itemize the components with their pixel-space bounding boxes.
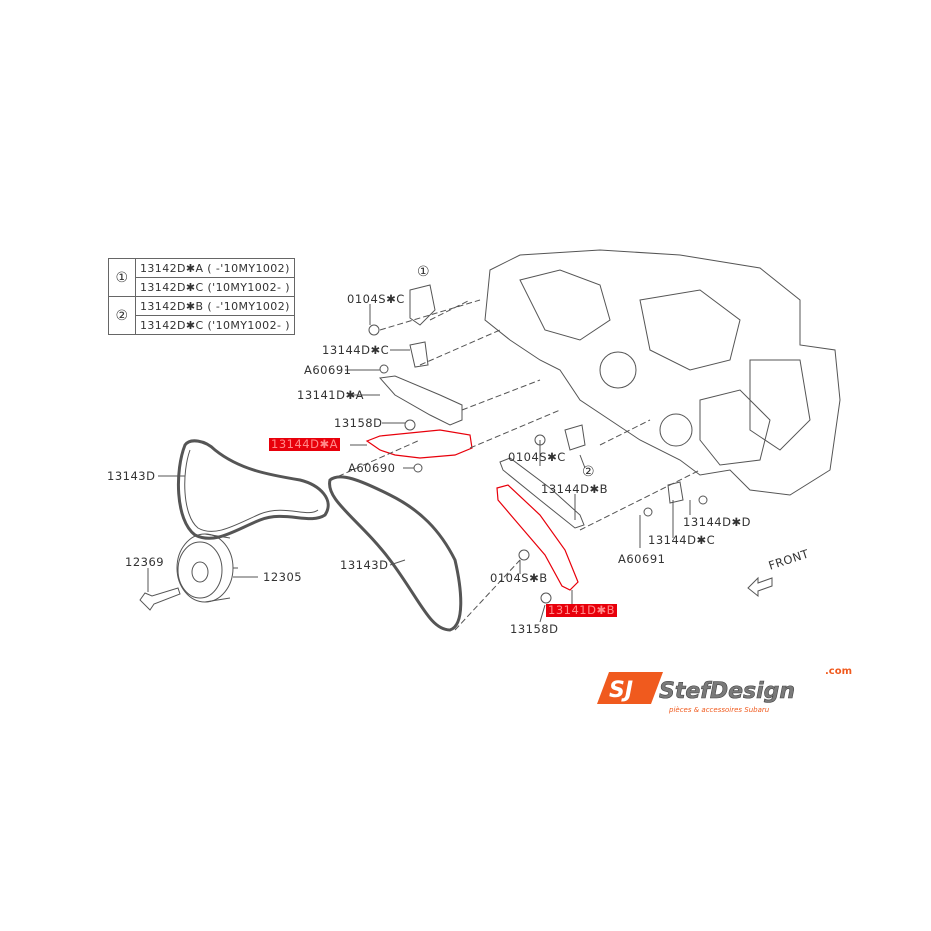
callout-13144d-c[interactable]: 13144D✱C	[322, 343, 390, 357]
callout-13144d-d[interactable]: 13144D✱D	[683, 515, 751, 529]
callout-a60690[interactable]: A60690	[348, 461, 396, 475]
engine-block	[484, 249, 841, 496]
svg-text:.com: .com	[825, 666, 852, 677]
callout-13143d[interactable]: 13143D	[107, 469, 156, 483]
callout-13141d-b-highlighted[interactable]: 13141D✱B	[546, 603, 617, 617]
timing-chain-right	[328, 475, 463, 632]
svg-text:pièces & accessoires Subaru: pièces & accessoires Subaru	[668, 706, 770, 714]
callout-13158d[interactable]: 13158D	[334, 416, 383, 430]
callout-13141d-a[interactable]: 13141D✱A	[297, 388, 364, 402]
callout-a60691-right[interactable]: A60691	[618, 552, 666, 566]
callout-12369[interactable]: 12369	[125, 555, 165, 569]
table-cell: 13142D✱C ('10MY1002- )	[135, 277, 295, 297]
table-marker: ①	[108, 258, 136, 297]
callout-0104s-c[interactable]: 0104S✱C	[347, 292, 405, 306]
callout-13158d-right[interactable]: 13158D	[510, 622, 559, 636]
callout-13144d-b[interactable]: 13144D✱B	[541, 482, 608, 496]
crank-bolt	[139, 587, 181, 611]
table-cell: 13142D✱C ('10MY1002- )	[135, 315, 295, 335]
callout-13144d-a-highlighted[interactable]: 13144D✱A	[269, 437, 340, 451]
svg-text:StefDesign: StefDesign	[659, 679, 795, 704]
callout-a60691[interactable]: A60691	[304, 363, 352, 377]
stefdesign-logo: SJ StefDesign .com pièces & accessoires …	[597, 664, 859, 714]
table-cell: 13142D✱A ( -'10MY1002)	[135, 258, 295, 278]
callout-0104s-c-right[interactable]: 0104S✱C	[508, 450, 566, 464]
callout-0104s-b[interactable]: 0104S✱B	[490, 571, 548, 585]
table-cell: 13142D✱B ( -'10MY1002)	[135, 296, 295, 316]
front-arrow	[747, 576, 773, 598]
callout-12305[interactable]: 12305	[263, 570, 303, 584]
svg-text:SJ: SJ	[609, 678, 633, 703]
table-marker: ②	[108, 296, 136, 335]
callout-13143d-right[interactable]: 13143D	[340, 558, 389, 572]
callout-marker-1: ①	[417, 264, 431, 280]
timing-chain-left	[177, 439, 330, 540]
callout-marker-2: ②	[582, 464, 596, 480]
crank-pulley	[176, 533, 238, 603]
callout-13144d-c-right[interactable]: 13144D✱C	[648, 533, 716, 547]
logo-mark: SJ StefDesign .com pièces & accessoires …	[597, 666, 852, 714]
